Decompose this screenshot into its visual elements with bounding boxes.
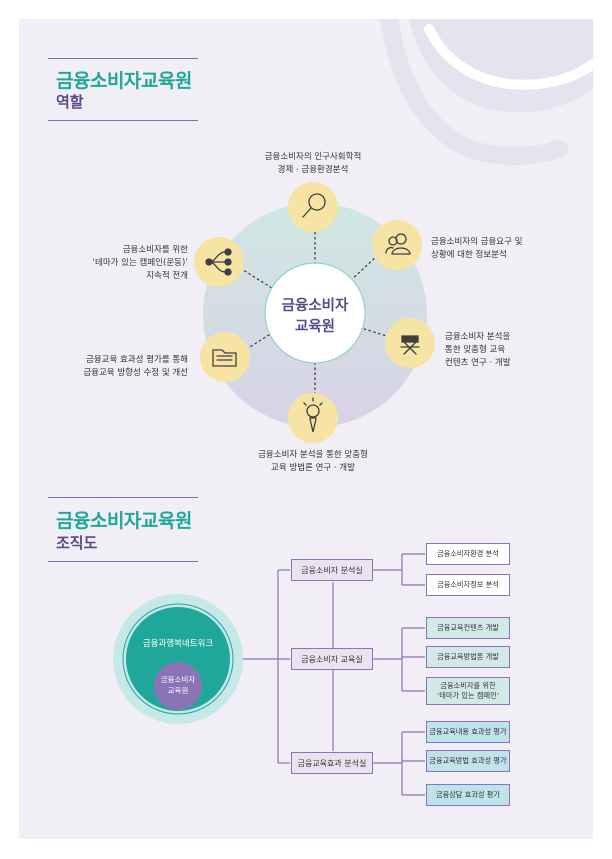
task-content-dev: 금융교육컨텐츠 개발 (426, 617, 510, 639)
role-item-3-label: 금융소비자 분석을 통한 맞춤형 교육 컨텐츠 연구 · 개발 (445, 332, 511, 368)
page-panel (19, 19, 593, 839)
org-subtitle: 조직도 (56, 534, 98, 552)
task-env-analysis: 금융소비자환경 분석 (426, 543, 510, 565)
network-circle (126, 607, 230, 711)
magnifier-icon (302, 193, 326, 218)
task-content-eval: 금융교육내용 효과성 평가 (426, 721, 510, 743)
role-item-6-label: 금융소비자를 위한 ‘테마가 있는 캠페인(운동)’ 지속적 전개 (92, 245, 188, 281)
folder-icon (212, 349, 237, 367)
org-title-rule-top (48, 497, 198, 498)
share-icon (205, 248, 232, 276)
org-title-rule-bottom (48, 561, 198, 562)
center-org-circle (154, 662, 202, 710)
task-method-dev: 금융교육방법론 개발 (426, 646, 510, 668)
node-circles (194, 182, 435, 443)
dept-education: 금융소비자 교육실 (291, 648, 373, 670)
network-label: 금융과행복네트워크 (142, 639, 214, 649)
lightbulb-pen-icon (303, 397, 323, 433)
task-counsel-eval: 금융상담 효과성 평가 (426, 784, 510, 806)
role-title: 금융소비자교육원 (56, 70, 192, 92)
role-item-4-label: 금융소비자 분석을 통한 맞춤형 교육 방법론 연구 · 개발 (258, 450, 368, 473)
decorative-hands-icon (380, 19, 593, 165)
role-diagram (194, 182, 435, 443)
title-rule-bottom (48, 120, 198, 121)
title-rule-top (48, 58, 198, 59)
task-method-eval: 금융교육방법 효과성 평가 (426, 750, 510, 772)
people-icon (385, 233, 411, 255)
role-subtitle: 역할 (56, 93, 84, 111)
role-item-5-label: 금융교육 효과성 평가를 통해 금융교육 방향성 수정 및 개선 (83, 355, 188, 378)
tree-connectors (243, 553, 425, 796)
center-label: 금융소비자 교육원 (281, 298, 349, 335)
center-org-label: 금융소비자 교육원 (160, 675, 196, 695)
center-circle (264, 262, 366, 364)
task-info-analysis: 금융소비자정보 분석 (426, 574, 510, 596)
task-campaign: 금융소비자를 위한 ‘테마가 있는 캠페인’ (426, 677, 510, 705)
director-chair-icon (400, 335, 420, 355)
role-item-1-label: 금융소비자의 인구사회학적 경제 · 금융환경분석 (264, 152, 362, 175)
dept-effect-analysis: 금융교육효과 분석실 (291, 752, 373, 774)
org-title: 금융소비자교육원 (56, 510, 192, 532)
dept-analysis: 금융소비자 분석실 (291, 559, 373, 581)
role-item-2-label: 금융소비자의 금융요구 및 상황에 대한 정보분석 (431, 237, 523, 260)
